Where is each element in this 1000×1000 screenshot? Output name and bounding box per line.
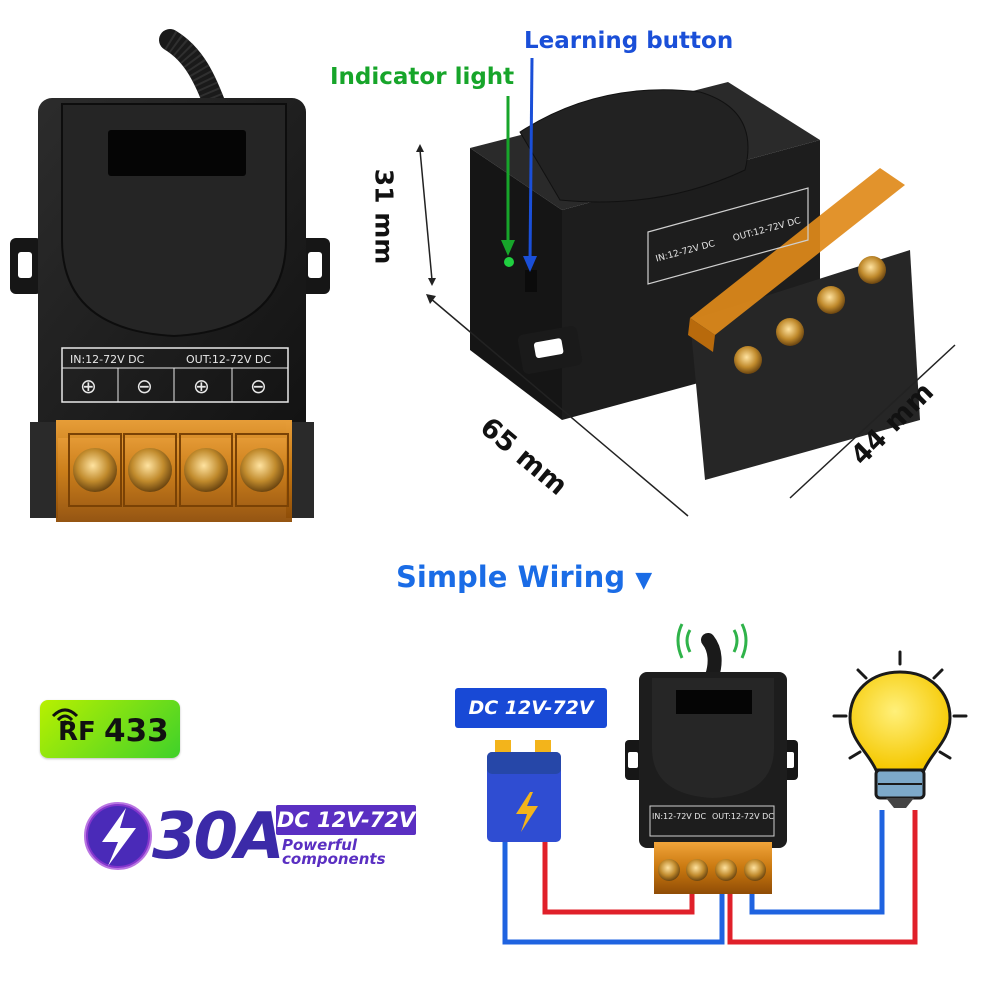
terminal-symbol-2: ⊖ [136, 374, 153, 398]
simple-wiring-text: Simple Wiring [396, 560, 626, 594]
terminal-screw [73, 448, 117, 492]
terminal-symbol-3: ⊕ [193, 374, 210, 398]
indicator-light-label: Indicator light [330, 64, 515, 90]
triangle-down-icon: ▼ [635, 568, 653, 593]
learning-button-label: Learning button [524, 28, 734, 54]
rf-frequency: 433 [104, 713, 169, 749]
relay-front-view [10, 29, 330, 522]
terminal-symbol-1: ⊕ [80, 374, 97, 398]
terminal-screw [128, 448, 172, 492]
rf433-badge: RF 433 [40, 700, 180, 758]
rf-prefix: RF [58, 717, 96, 747]
voltage-rating: DC 12V-72V [276, 805, 416, 835]
terminal-slot [123, 433, 177, 507]
simple-wiring-heading: Simple Wiring ▼ [396, 560, 652, 594]
side-panel-output-label: OUT:12-72V DC [732, 216, 802, 244]
front-panel-output-label: OUT:12-72V DC [186, 353, 271, 366]
lightning-logo [84, 802, 152, 870]
terminal-slot [179, 433, 233, 507]
dc-supply-label: DC 12V-72V [455, 688, 607, 728]
annotation-arrows [416, 57, 956, 517]
tagline-line2: components [282, 850, 386, 868]
tagline-line1: Powerful [282, 836, 358, 854]
side-panel-input-label: IN:12-72V DC [655, 239, 716, 264]
terminal-slot [68, 433, 122, 507]
terminal-screw [240, 448, 284, 492]
current-rating: 30A [152, 800, 285, 874]
relay-3d-view [470, 82, 920, 480]
height-dimension-label: 31 mm [369, 168, 399, 265]
terminal-screw [184, 448, 228, 492]
terminal-slot [235, 433, 289, 507]
terminal-symbol-4: ⊖ [250, 374, 267, 398]
wiring-panel-output-label: OUT:12-72V DC [712, 812, 774, 821]
front-panel-input-label: IN:12-72V DC [70, 353, 145, 366]
wifi-signal-icon [51, 708, 79, 726]
wiring-diagram [487, 623, 968, 945]
wiring-panel-input-label: IN:12-72V DC [652, 812, 706, 821]
